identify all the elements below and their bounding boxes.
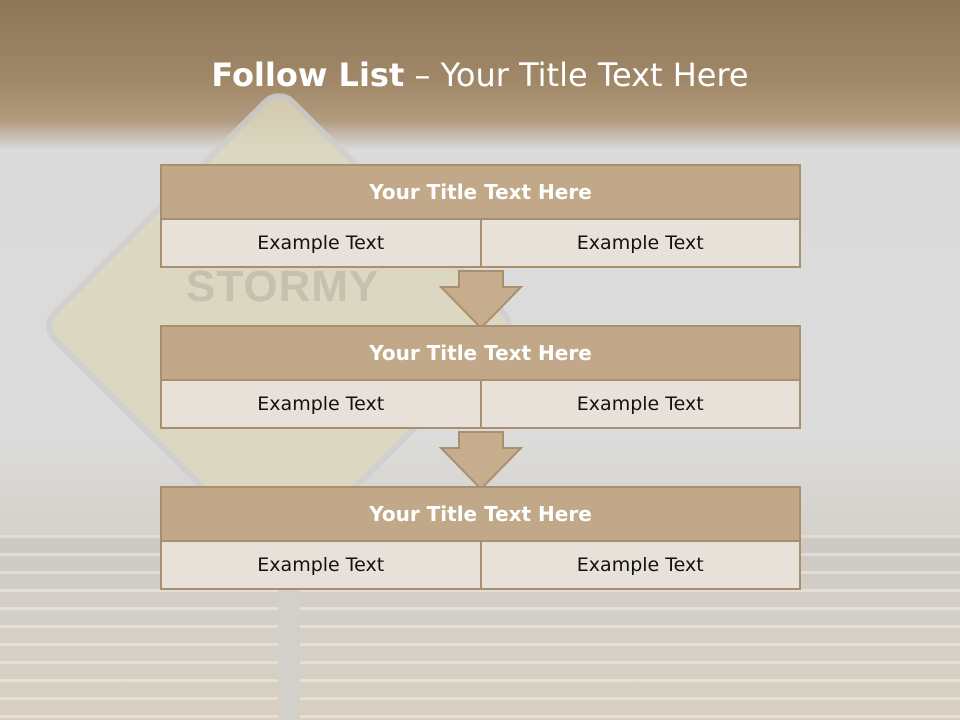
- slide-title-bold: Follow List: [211, 56, 405, 94]
- block-title[interactable]: Your Title Text Here: [160, 486, 801, 542]
- list-block: Your Title Text Here Example Text Exampl…: [160, 325, 801, 429]
- block-row: Example Text Example Text: [160, 379, 801, 429]
- block-cell-right[interactable]: Example Text: [479, 379, 801, 429]
- background-sign-pole: [278, 590, 300, 720]
- header-band: [0, 0, 960, 150]
- background-sign-text: STORMY: [186, 262, 380, 311]
- list-block: Your Title Text Here Example Text Exampl…: [160, 486, 801, 590]
- down-arrow-icon: [438, 270, 524, 330]
- block-title[interactable]: Your Title Text Here: [160, 164, 801, 220]
- block-cell-left[interactable]: Example Text: [160, 379, 482, 429]
- block-cell-left[interactable]: Example Text: [160, 218, 482, 268]
- list-block: Your Title Text Here Example Text Exampl…: [160, 164, 801, 268]
- block-cell-right[interactable]: Example Text: [479, 218, 801, 268]
- block-title[interactable]: Your Title Text Here: [160, 325, 801, 381]
- down-arrow-icon: [438, 431, 524, 491]
- block-cell-left[interactable]: Example Text: [160, 540, 482, 590]
- slide-title: Follow List – Your Title Text Here: [0, 55, 960, 95]
- slide-title-rest: – Your Title Text Here: [404, 56, 749, 94]
- block-cell-right[interactable]: Example Text: [479, 540, 801, 590]
- block-row: Example Text Example Text: [160, 540, 801, 590]
- block-row: Example Text Example Text: [160, 218, 801, 268]
